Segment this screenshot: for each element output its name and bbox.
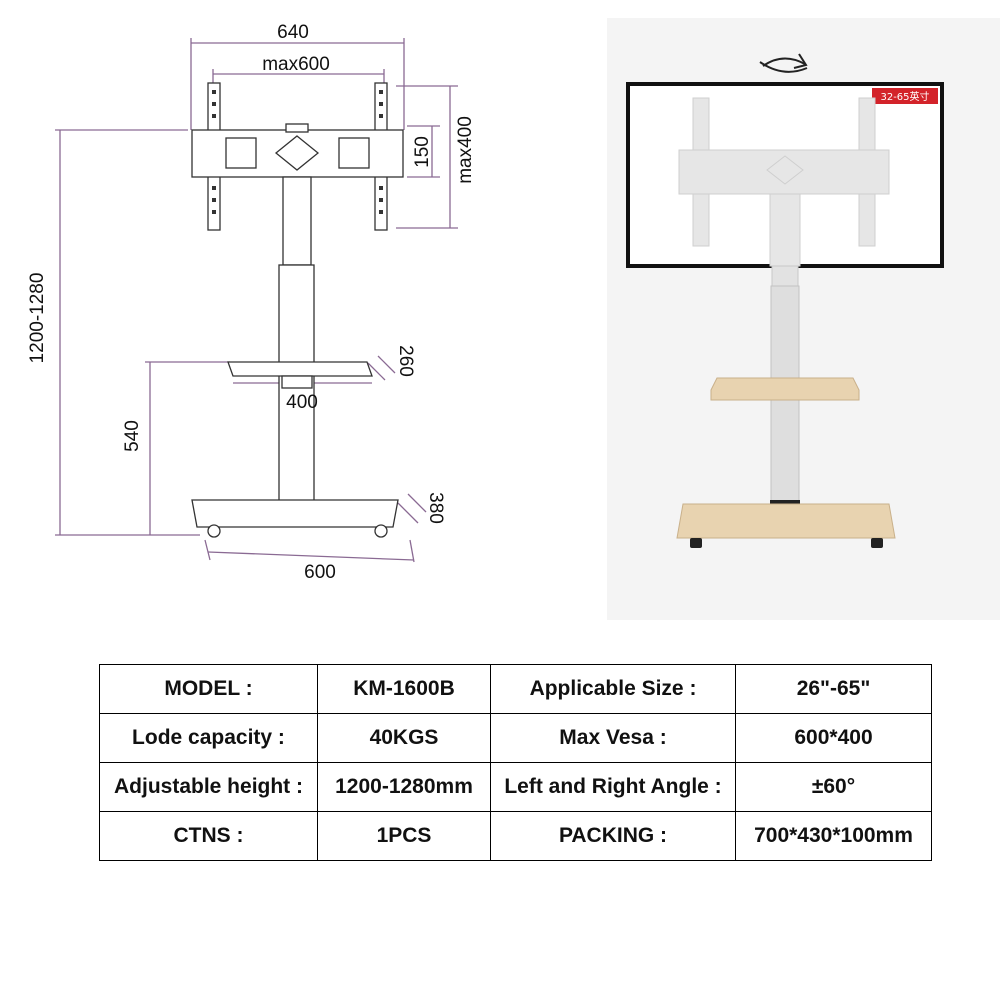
table-row: CTNS : 1PCS PACKING : 700*430*100mm (99, 811, 932, 861)
spec-label: CTNS : (99, 811, 318, 861)
dim-base-width-label: 600 (304, 562, 336, 583)
table-row: Lode capacity : 40KGS Max Vesa : 600*400 (99, 713, 932, 763)
screen-size-tag: 32-65英寸 (880, 90, 929, 103)
dimension-lines (55, 38, 458, 563)
product-photo-panel: 32-65英寸 (607, 18, 1000, 620)
spec-value: 700*430*100mm (735, 811, 932, 861)
spec-value: 26"-65" (735, 664, 932, 714)
spec-value: 1200-1280mm (317, 762, 491, 812)
dim-shelf-width-label: 400 (286, 392, 318, 413)
spec-label: PACKING : (490, 811, 736, 861)
dim-max-vesa-height-label: max400 (455, 116, 476, 184)
spec-value: 600*400 (735, 713, 932, 763)
dim-total-width-label: 640 (277, 22, 309, 43)
rotate-arrow-icon (759, 53, 808, 73)
spec-label: Lode capacity : (99, 713, 318, 763)
caster-right (871, 538, 883, 548)
dim-shelf-height-label: 540 (122, 420, 143, 452)
stand-line-drawing (191, 82, 404, 538)
spec-label: Left and Right Angle : (490, 762, 736, 812)
screen-size-tag-bg (872, 88, 938, 104)
wood-base (676, 503, 896, 539)
dim-base-depth-label: 380 (425, 492, 446, 524)
ghost-bracket (678, 97, 890, 267)
spec-table: MODEL : KM-1600B Applicable Size : 26"-6… (99, 664, 932, 861)
dim-bracket-height-label: 150 (412, 136, 433, 168)
spec-value: ±60° (735, 762, 932, 812)
technical-drawing: 640 max600 150 max400 1200-1280 540 260 … (27, 22, 476, 583)
spec-value: 1PCS (317, 811, 491, 861)
spec-value: KM-1600B (317, 664, 491, 714)
spec-value: 40KGS (317, 713, 491, 763)
dim-total-height-label: 1200-1280 (27, 273, 48, 364)
spec-label: Adjustable height : (99, 762, 318, 812)
pole-upper (771, 265, 799, 287)
spec-label: MODEL : (99, 664, 318, 714)
dim-shelf-depth-label: 260 (395, 345, 416, 377)
bracket-holes (212, 90, 383, 214)
table-row: MODEL : KM-1600B Applicable Size : 26"-6… (99, 664, 932, 714)
table-row: Adjustable height : 1200-1280mm Left and… (99, 762, 932, 812)
caster-left (690, 538, 702, 548)
wood-shelf (710, 377, 860, 401)
product-render: 32-65英寸 (626, 53, 944, 548)
spec-label: Applicable Size : (490, 664, 736, 714)
spec-label: Max Vesa : (490, 713, 736, 763)
dim-max-vesa-width-label: max600 (262, 54, 330, 75)
